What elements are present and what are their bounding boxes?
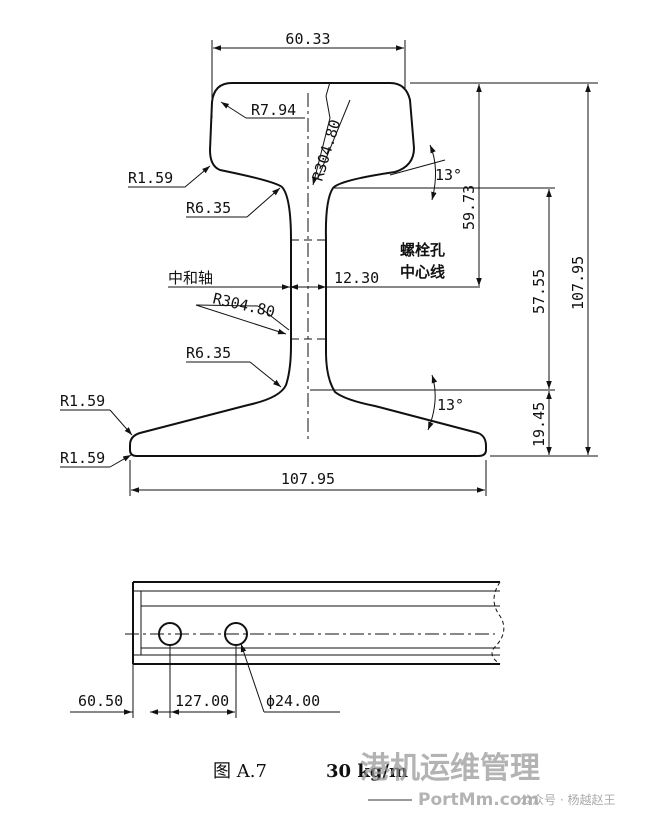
angle-bottom-text: 13° (437, 396, 464, 414)
head-width-text: 60.33 (285, 30, 330, 48)
dim-height-107: 107.95 (490, 82, 598, 455)
head-top-radius-text: R304.80 (309, 117, 345, 183)
dim-fillet-r635-top: R6.35 (186, 187, 281, 218)
bolt-hole-label-1: 螺栓孔 (400, 241, 445, 259)
fillet-r159-top-text: R1.59 (128, 169, 173, 187)
height-107-text: 107.95 (569, 256, 587, 310)
base-radius-lower-text: R1.59 (60, 449, 105, 467)
dim-height-57: 57.55 (448, 187, 555, 389)
angle-top-text: 13° (435, 166, 462, 184)
dim-height-19: 19.45 (450, 389, 598, 457)
watermark-main: 港机运维管理 (360, 751, 540, 786)
dim-angle-top: 13° (333, 144, 462, 201)
dim-web-radius: R304.80 (195, 289, 290, 335)
height-59-text: 59.73 (460, 185, 478, 230)
bolt-hole-label-2: 中心线 (400, 263, 445, 281)
height-19-text: 19.45 (530, 402, 548, 447)
web-radius-text: R304.80 (211, 289, 277, 321)
rail-profile-outline (129, 82, 487, 457)
hole-diameter-text: ϕ24.00 (266, 692, 320, 710)
dim-head-top-radius: R304.80 (309, 81, 351, 186)
dim-base-radius-lower: R1.59 (60, 449, 132, 468)
dim-height-59: 59.73 (410, 82, 490, 286)
watermark: 港机运维管理 PortMm.com 公众号 · 杨越赵王 (360, 751, 615, 810)
watermark-account: 公众号 · 杨越赵王 (520, 792, 615, 807)
watermark-site: PortMm.com (418, 790, 539, 810)
base-radius-upper-text: R1.59 (60, 392, 105, 410)
dim-angle-bottom: 13° (310, 374, 464, 431)
neutral-axis-annotation: 中和轴 (168, 269, 290, 290)
dim-fillet-r159-top: R1.59 (128, 165, 211, 188)
break-line (491, 581, 505, 665)
caption-figure: 图 A.7 (213, 761, 267, 782)
dim-base-width: 107.95 (129, 460, 487, 496)
figure-caption: 图 A.7 30 kg/m (213, 761, 408, 782)
caption-title: 30 kg/m (326, 761, 408, 782)
rail-side-view: 60.50 127.00 ϕ24.00 (70, 581, 505, 718)
rail-cross-section: 60.33 R7.94 R304.80 R1.59 R6.35 (60, 30, 598, 496)
dim-head-radius: R7.94 (220, 101, 305, 119)
web-thickness-text: 12.30 (334, 269, 379, 287)
head-radius-text: R7.94 (251, 101, 296, 119)
hole-spacing-text: 127.00 (175, 692, 229, 710)
dim-base-radius-upper: R1.59 (60, 392, 133, 436)
bolt-hole-annotation: 螺栓孔 中心线 (400, 241, 445, 281)
dim-fillet-r635-bottom: R6.35 (186, 344, 282, 388)
height-57-text: 57.55 (530, 269, 548, 314)
neutral-axis-label: 中和轴 (168, 269, 213, 287)
end-distance-text: 60.50 (78, 692, 123, 710)
fillet-r635-bottom-text: R6.35 (186, 344, 231, 362)
dim-head-width: 60.33 (211, 30, 406, 118)
base-width-text: 107.95 (281, 470, 335, 488)
dim-web-thickness: 12.30 (290, 269, 480, 290)
fillet-r635-top-text: R6.35 (186, 199, 231, 217)
